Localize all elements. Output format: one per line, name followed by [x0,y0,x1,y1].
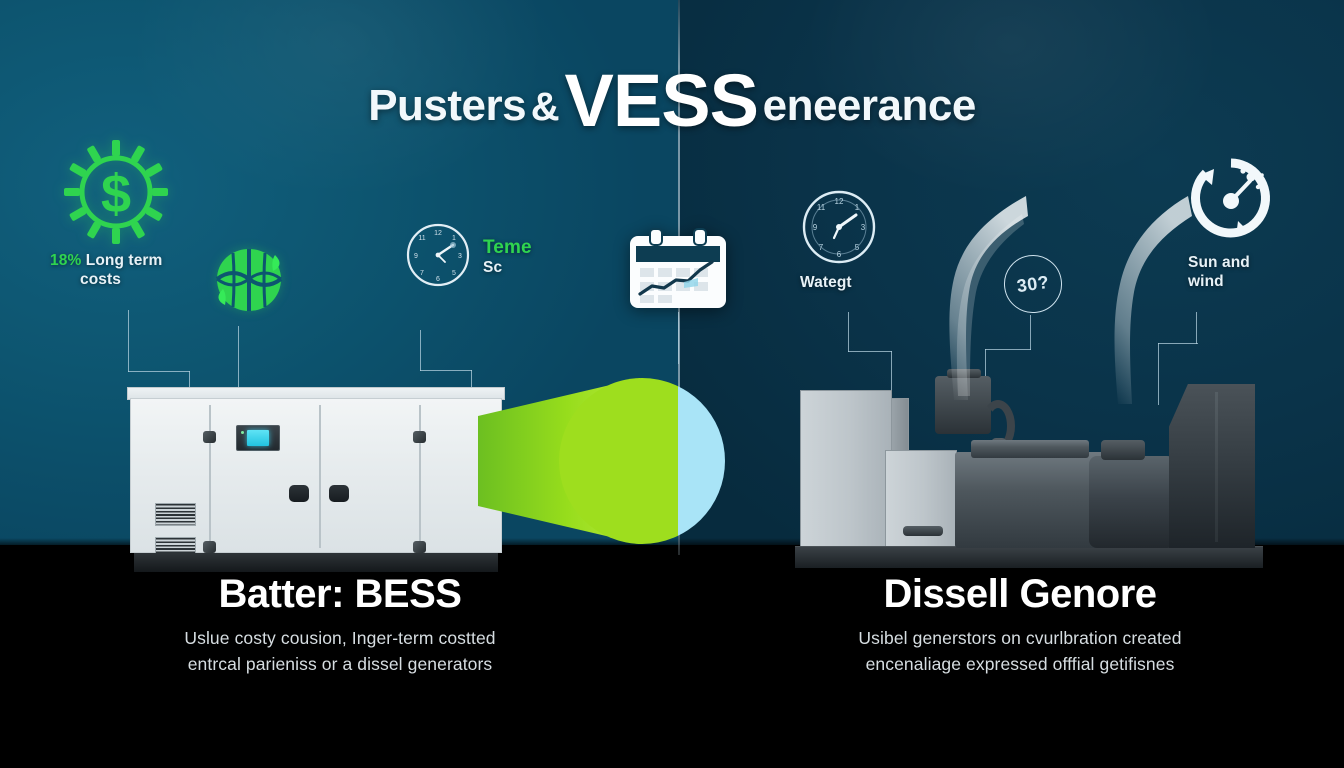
gauge-recycle-icon [1188,155,1298,246]
svg-text:1: 1 [452,235,456,242]
vent-grille [155,503,196,526]
emissions-badge-value: 30? [1015,271,1051,296]
clock-icon: 12 1 3 5 6 7 9 11 [800,188,920,266]
icon-block-weight: 12 1 3 5 6 7 9 11 Wategt [800,188,920,293]
time-label-1: Teme [483,237,532,258]
title-part-1: Pusters [368,81,527,130]
engine-head [971,440,1089,458]
icon-block-sun-wind: Sun and wind [1188,155,1298,292]
svg-text:6: 6 [436,276,440,283]
icon-block-time: 12 1 3 5 6 7 9 11 Teme Sc [405,222,532,288]
svg-text:7: 7 [819,243,824,252]
engine-mount [903,526,943,536]
svg-text:9: 9 [414,253,418,260]
hinge-icon [413,541,426,553]
long-term-costs-label-2: costs [80,270,121,288]
svg-text:5: 5 [855,243,860,252]
globe-leaf-icon [213,245,285,315]
svg-text:6: 6 [837,250,842,259]
left-caption-block: Batter: BESS Uslue costy cousion, Inger-… [60,572,620,678]
hinge-icon [203,541,216,553]
genset-cabinet-rear [800,390,892,548]
hinge-icon [413,431,426,443]
bottom-black-band [0,545,1344,768]
sun-wind-label-1: Sun and [1188,254,1250,271]
left-background-panel [0,0,678,545]
alternator-terminal-box [1101,440,1145,460]
bess-body [130,398,502,560]
right-caption-heading: Dissell Genore [883,572,1157,616]
alternator [1089,456,1175,548]
svg-text:7: 7 [420,270,424,277]
energy-flow-cone [470,372,770,550]
right-caption-sub-line-2: encenaliage expressed offfial getifisnes [865,654,1175,675]
icon-block-long-term-costs: $ 18% Long term costs [50,138,200,290]
icon-caption-long-term-costs: 18% Long term costs [50,252,200,290]
svg-text:12: 12 [434,230,442,237]
door-handle[interactable] [289,485,309,502]
svg-text:5: 5 [452,270,456,277]
icon-caption-sun-wind: Sun and wind [1188,254,1298,292]
page-title: Pusters & VESS eneerance [0,58,1344,143]
svg-text:3: 3 [458,253,462,260]
calendar-chart-icon [626,226,730,312]
icon-caption-weight: Wategt [800,274,920,293]
svg-text:12: 12 [835,197,844,206]
control-panel-display[interactable] [236,425,280,451]
icon-caption-time: Teme Sc [483,236,532,278]
svg-text:11: 11 [418,235,425,242]
gear-dollar-icon: $ [62,138,170,246]
sun-wind-label-2: wind [1188,272,1224,290]
left-caption-sub-line-2: entrcal parieniss or a dissel generators [187,654,493,675]
long-term-costs-label-1: Long term [85,252,163,269]
engine-block [955,452,1105,548]
left-caption-sub-line-1: Uslue costy cousion, Inger-term costted [184,628,496,648]
weight-label-1: Wategt [800,274,852,291]
title-part-3: eneerance [762,81,977,130]
svg-text:11: 11 [817,203,826,212]
genset-skid-base [795,546,1263,568]
title-part-2: VESS [564,59,759,142]
svg-text:1: 1 [855,203,860,212]
svg-text:$: $ [101,164,131,224]
radiator-seam [1215,392,1218,542]
exhaust-pipe [981,400,1015,452]
long-term-costs-value: 18% [50,252,82,269]
right-caption-sub-line-1: Usibel generstors on cvurlbration create… [858,628,1182,648]
svg-text:3: 3 [861,223,866,232]
clock-icon: 12 1 3 5 6 7 9 11 [405,222,471,288]
right-caption-block: Dissell Genore Usibel generstors on cvur… [740,572,1300,678]
bess-base [134,553,498,572]
left-caption-subtext: Uslue costy cousion, Inger-term costted … [60,625,620,678]
hinge-icon [203,431,216,443]
right-caption-subtext: Usibel generstors on cvurlbration create… [740,625,1300,678]
muffler-cap [947,369,981,378]
left-caption-heading: Batter: BESS [218,572,462,616]
svg-text:9: 9 [813,223,818,232]
door-handle[interactable] [329,485,349,502]
time-label-2: Sc [483,259,503,277]
radiator-housing [1169,384,1255,548]
title-ampersand: & [530,85,560,129]
